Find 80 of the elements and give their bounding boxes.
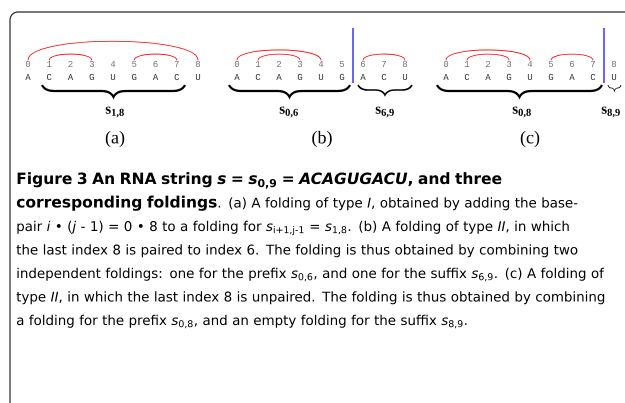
index-number: 0 xyxy=(234,60,240,68)
index-number: 3 xyxy=(298,60,302,68)
base-letter: C xyxy=(464,74,470,80)
index-number: 7 xyxy=(174,61,179,67)
arc xyxy=(28,40,198,61)
base-letter: G xyxy=(132,74,136,80)
index-number: 2 xyxy=(486,60,490,67)
index-number: 8 xyxy=(196,60,200,68)
index-number: 6 xyxy=(153,60,158,68)
index-number: 1 xyxy=(464,61,470,67)
index-number: 2 xyxy=(68,60,73,67)
index-number: 6 xyxy=(570,60,574,68)
base-letter: C xyxy=(590,74,596,80)
caption: the last index 8 is paired to index 6. The folding is thus obtained by combining two xyxy=(16,244,578,258)
substring-label: s$_{0,6}$ xyxy=(280,106,298,118)
index-number: 1 xyxy=(47,61,52,67)
index-number: 7 xyxy=(590,61,595,67)
index-number: 6 xyxy=(360,60,366,68)
panel-label: (a) xyxy=(106,130,124,148)
index-number: 5 xyxy=(340,60,344,67)
index-number: 5 xyxy=(132,60,136,67)
index-number: 1 xyxy=(256,61,260,67)
caption: independent foldings: one for the prefix s$_{0,6}$, and one for the suffix s$_{6,9}$. (c) A folding of xyxy=(17,268,604,282)
caption: type II, in which the last index 8 is unpaired. The folding is thus obtained by combining xyxy=(16,291,604,304)
panel-label: (b) xyxy=(312,130,332,148)
base-letter: G xyxy=(90,74,94,80)
base-letter: G xyxy=(340,74,344,80)
base-letter: A xyxy=(485,74,491,80)
base-letter: A xyxy=(276,74,282,80)
base-letter: C xyxy=(382,74,386,80)
base-letter: U xyxy=(110,74,116,80)
substring-label: s$_{1,8}$ xyxy=(106,106,124,118)
index-number: 7 xyxy=(382,61,386,67)
arc xyxy=(362,54,406,61)
base-letter: A xyxy=(360,74,366,80)
base-letter: A xyxy=(569,74,575,80)
base-letter: A xyxy=(443,74,449,80)
base-letter: U xyxy=(318,74,324,80)
base-letter: G xyxy=(506,74,512,80)
caption: a folding for the prefix s$_{0,8}$, and an empty folding for the suffix s$_{8,9}$. xyxy=(17,314,466,328)
index-number: 3 xyxy=(90,60,94,68)
index-number: 8 xyxy=(402,60,408,68)
base-letter: A xyxy=(234,74,240,80)
base-letter: U xyxy=(528,74,532,80)
base-letter: A xyxy=(68,74,74,80)
arc xyxy=(550,54,594,61)
base-letter: U xyxy=(402,74,408,80)
caption: pair i • (j - 1) = 0 • 8 to a folding for s$_{i+1,j-1}$ = s$_{1,8}$. (b) A folding of type II, in which xyxy=(17,220,569,236)
index-number: 8 xyxy=(612,60,616,68)
index-number: 0 xyxy=(444,60,448,68)
arc xyxy=(134,54,178,61)
arc xyxy=(236,50,322,61)
base-letter: G xyxy=(548,74,554,80)
substring-label: s$_{6,9}$ xyxy=(376,106,394,118)
base-letter: G xyxy=(298,74,302,80)
index-number: 4 xyxy=(528,61,532,67)
diagram-title: corresponding foldings xyxy=(16,196,217,211)
index-number: 4 xyxy=(318,61,324,67)
substring-label: s$_{8,9}$ xyxy=(602,106,620,118)
figure-caption: Figure 3 An RNA string s = s$_{0,9}$ = ACAGUGACU, and three corresponding foldings. (a) A folding of type I, obtained by adding the base-pair i • (j - 1) = 0 • 8 to a folding for s$_{i+1,j-1}$ = s$_{1,8}$. (b) A folding of type II, in which the last index 8 is paired to index 6. The folding is thus obtained by combining two independent foldings: one for the prefix s$_{0,6}$, and one for the suffix s$_{6,9}$. (c) A folding of type II, in which the last index 8 is unpaired. The folding is thus obtained by combining a folding for the prefix s$_{0,8}$, and an empty folding for the suffix s$_{8,9}$. xyxy=(16,172,604,328)
substring-label: s$_{0,8}$ xyxy=(512,106,531,118)
base-letter: U xyxy=(612,74,616,80)
arc xyxy=(446,50,530,61)
index-number: 5 xyxy=(548,60,554,67)
arc xyxy=(466,54,510,61)
index-number: 0 xyxy=(26,60,30,68)
index-number: 4 xyxy=(110,61,116,67)
index-number: 3 xyxy=(506,60,512,68)
base-letter: U xyxy=(196,74,200,80)
panel-label: (c) xyxy=(520,130,540,148)
base-letter: C xyxy=(174,74,180,80)
caption: . (a) A folding of type I, obtained by adding the base- xyxy=(218,197,578,210)
base-letter: C xyxy=(256,74,260,80)
arc xyxy=(258,54,300,61)
base-letter: A xyxy=(152,74,158,80)
arc xyxy=(48,54,92,61)
base-letter: C xyxy=(47,74,52,80)
index-number: 2 xyxy=(276,60,282,67)
diagram-title: Figure 3 An RNA string s = s$_{0,9}$ = ACAGUGACU, and three xyxy=(18,172,502,189)
base-letter: A xyxy=(25,74,31,80)
